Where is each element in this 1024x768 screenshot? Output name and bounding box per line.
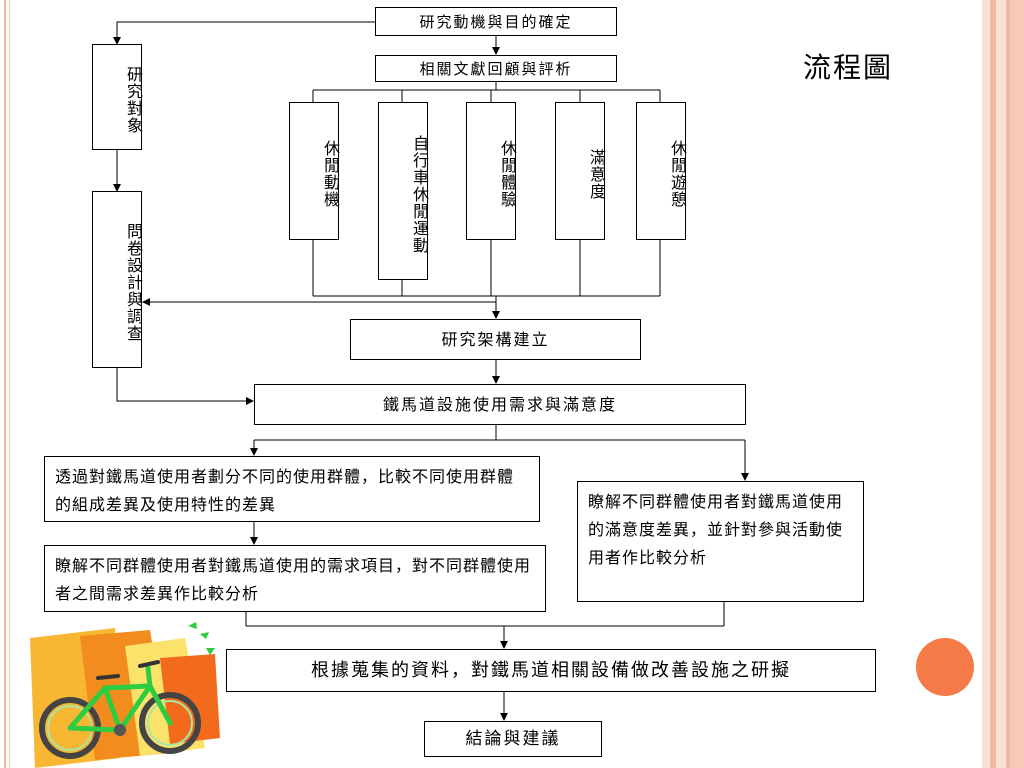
topic-box: 自行車休閒運動 xyxy=(378,102,429,280)
decor-stripe xyxy=(1006,0,1010,768)
topic-box: 休閒體驗 xyxy=(466,102,517,240)
slide-title: 流程圖 xyxy=(803,51,894,84)
topic-box: 休閒遊憩 xyxy=(636,102,687,240)
decor-left-border xyxy=(4,0,6,768)
questionnaire-box: 問卷設計與調查 xyxy=(92,191,143,368)
analysis-groups-box: 透過對鐵馬道使用者劃分不同的使用群體，比較不同使用群體的組成差異及使用特性的差異 xyxy=(44,456,540,522)
framework-box: 研究架構建立 xyxy=(350,319,641,360)
decor-left-border xyxy=(9,0,10,768)
motive-box: 研究動機與目的確定 xyxy=(375,7,617,36)
improvement-box: 根據蒐集的資料，對鐵馬道相關設備做改善設施之研擬 xyxy=(226,649,876,692)
analysis-needs-box: 瞭解不同群體使用者對鐵馬道使用的需求項目，對不同群體使用者之間需求差異作比較分析 xyxy=(44,545,546,612)
bicycle-clipart xyxy=(30,622,220,768)
decor-stripe xyxy=(1010,0,1024,768)
topic-box: 休閒動機 xyxy=(289,102,340,240)
decor-stripe xyxy=(982,0,990,768)
decor-stripe xyxy=(990,0,996,768)
topic-box: 滿意度 xyxy=(555,102,606,240)
conclusion-box: 結論與建議 xyxy=(424,721,602,757)
decor-stripe xyxy=(996,0,1006,768)
analysis-satisfaction-box: 瞭解不同群體使用者對鐵馬道使用的滿意度差異，並針對參與活動使用者作比較分析 xyxy=(577,481,864,602)
literature-box: 相關文獻回顧與評析 xyxy=(375,55,617,82)
needs-satisfaction-box: 鐵馬道設施使用需求與滿意度 xyxy=(254,384,746,425)
accent-circle xyxy=(916,638,974,696)
subject-box: 研究對象 xyxy=(92,44,143,150)
